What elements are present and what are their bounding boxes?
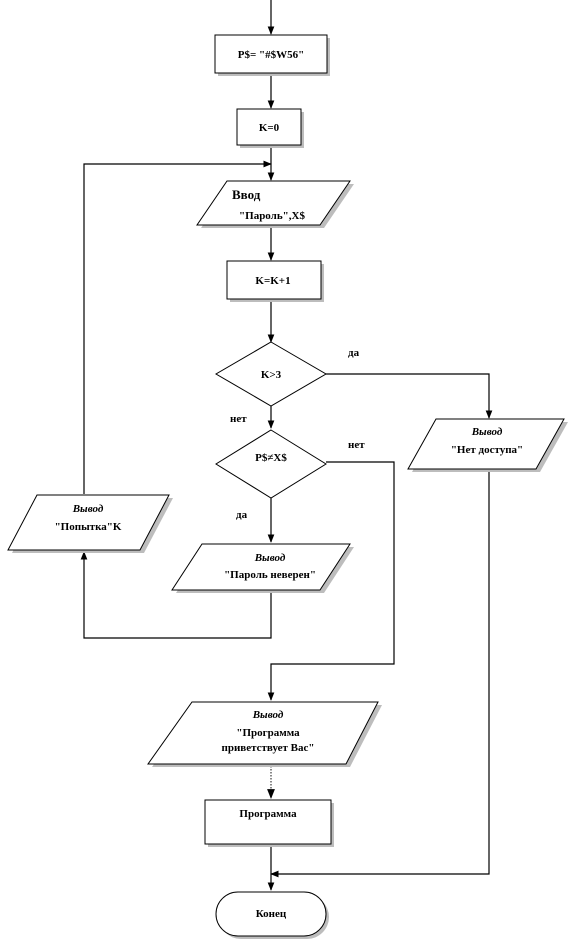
increment-counter-block: K=K+1 bbox=[226, 260, 324, 302]
label-password-yes: да bbox=[236, 509, 248, 521]
edge-wrong-to-attempt bbox=[80, 551, 272, 639]
init-counter-text: K=0 bbox=[259, 122, 280, 134]
decision-attempts: K>3 bbox=[215, 341, 327, 407]
decision-password-text: P$≠X$ bbox=[255, 452, 287, 464]
output-welcome-line-1: "Программа bbox=[236, 727, 300, 739]
output-no-access-text: "Нет доступа" bbox=[451, 444, 523, 456]
input-password-text: "Пароль",X$ bbox=[239, 210, 305, 222]
assign-password-block: P$= "#$W56" bbox=[214, 34, 330, 76]
output-attempt-text: "Попытка"K bbox=[55, 521, 122, 533]
output-attempt-keyword: Вывод bbox=[72, 503, 104, 515]
assign-password-text: P$= "#$W56" bbox=[238, 49, 304, 61]
edge-attempt-loop-back bbox=[83, 160, 272, 494]
program-block: Программа bbox=[204, 799, 334, 847]
end-terminal: Конец bbox=[215, 891, 329, 939]
edge-decision-password-no bbox=[267, 461, 395, 701]
output-no-access-keyword: Вывод bbox=[471, 426, 503, 438]
output-welcome-keyword: Вывод bbox=[252, 709, 284, 721]
connectors bbox=[80, 0, 493, 891]
edge-decision-attempts-yes bbox=[326, 373, 493, 419]
label-attempts-yes: да bbox=[348, 347, 360, 359]
decision-password: P$≠X$ bbox=[215, 429, 327, 499]
label-password-no: нет bbox=[348, 439, 365, 451]
program-block-text: Программа bbox=[239, 808, 297, 820]
output-wrong-password-text: "Пароль неверен" bbox=[224, 569, 316, 581]
output-welcome-line-2: приветствует Вас" bbox=[221, 742, 314, 754]
increment-counter-text: K=K+1 bbox=[255, 275, 290, 287]
output-wrong-password-keyword: Вывод bbox=[254, 552, 286, 564]
output-attempt-block: Вывод "Попытка"K bbox=[7, 494, 173, 553]
input-password-keyword: Ввод bbox=[232, 187, 261, 202]
output-wrong-password-block: Вывод "Пароль неверен" bbox=[171, 543, 354, 593]
edge-no-access-to-end bbox=[270, 472, 490, 878]
input-password-block: Ввод "Пароль",X$ bbox=[196, 180, 354, 228]
output-no-access-block: Вывод "Нет доступа" bbox=[407, 418, 568, 472]
init-counter-block: K=0 bbox=[236, 108, 304, 148]
end-terminal-text: Конец bbox=[256, 908, 287, 920]
label-attempts-no: нет bbox=[230, 413, 247, 425]
output-welcome-block: Вывод "Программа приветствует Вас" bbox=[147, 701, 382, 767]
decision-attempts-text: K>3 bbox=[261, 369, 282, 381]
